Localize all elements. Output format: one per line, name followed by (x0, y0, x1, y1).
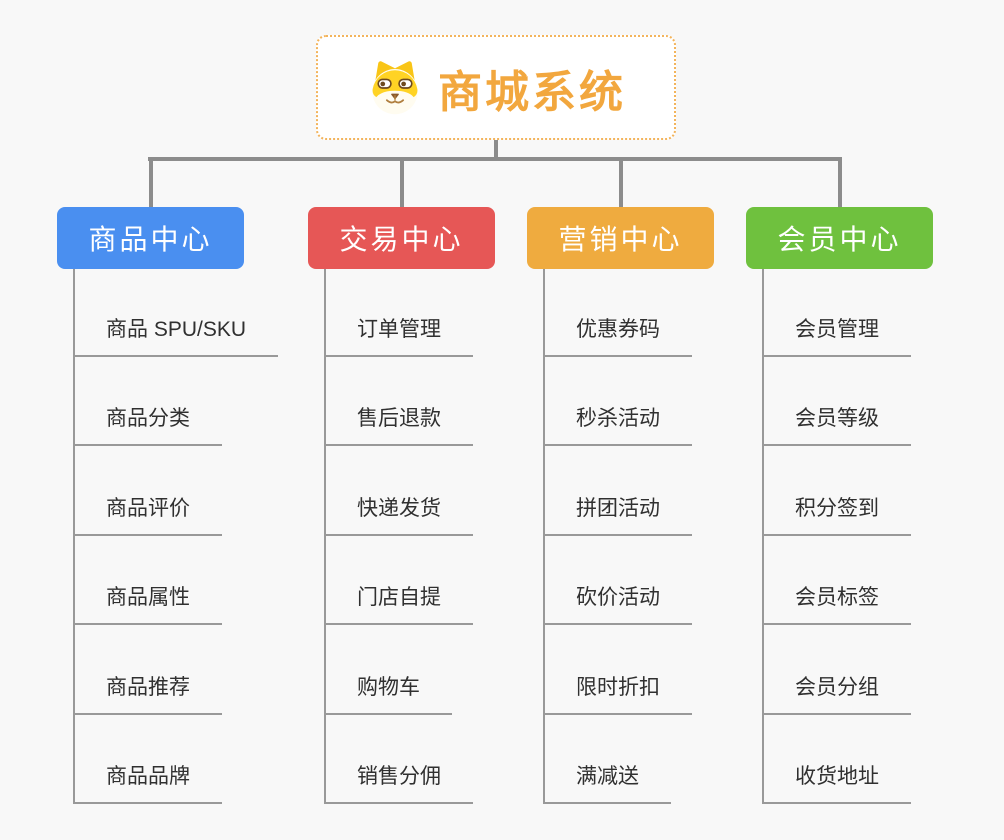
child-node-marketing-center-1[interactable]: 秒杀活动 (543, 404, 692, 446)
connector-line-trunk-product-center (73, 269, 75, 804)
child-node-marketing-center-5[interactable]: 满减送 (543, 762, 671, 804)
connector-line-drop-member-center (838, 157, 842, 207)
child-node-member-center-3[interactable]: 会员标签 (762, 583, 911, 625)
child-node-marketing-center-2[interactable]: 拼团活动 (543, 494, 692, 536)
child-node-marketing-center-4[interactable]: 限时折扣 (543, 673, 692, 715)
connector-line-drop-marketing-center (619, 157, 623, 207)
child-node-member-center-2[interactable]: 积分签到 (762, 494, 911, 536)
branch-node-trade-center[interactable]: 交易中心 (308, 207, 495, 269)
child-node-product-center-1[interactable]: 商品分类 (73, 404, 222, 446)
connector-line-horizontal (148, 157, 842, 161)
child-node-product-center-2[interactable]: 商品评价 (73, 494, 222, 536)
branch-node-member-center[interactable]: 会员中心 (746, 207, 933, 269)
child-node-trade-center-3[interactable]: 门店自提 (324, 583, 473, 625)
branch-node-product-center[interactable]: 商品中心 (57, 207, 244, 269)
connector-line-trunk-member-center (762, 269, 764, 804)
child-node-trade-center-1[interactable]: 售后退款 (324, 404, 473, 446)
child-node-product-center-5[interactable]: 商品品牌 (73, 762, 222, 804)
root-title: 商城系统 (438, 67, 626, 117)
child-node-trade-center-2[interactable]: 快递发货 (324, 494, 473, 536)
connector-line-drop-trade-center (400, 157, 404, 207)
child-node-trade-center-0[interactable]: 订单管理 (324, 315, 473, 357)
child-node-product-center-4[interactable]: 商品推荐 (73, 673, 222, 715)
child-node-product-center-3[interactable]: 商品属性 (73, 583, 222, 625)
branch-node-marketing-center[interactable]: 营销中心 (527, 207, 714, 269)
child-node-marketing-center-0[interactable]: 优惠券码 (543, 315, 692, 357)
child-node-member-center-1[interactable]: 会员等级 (762, 404, 911, 446)
root-node[interactable]: 商城系统 (316, 35, 676, 140)
dog-icon (366, 59, 424, 117)
child-node-trade-center-5[interactable]: 销售分佣 (324, 762, 473, 804)
child-node-member-center-4[interactable]: 会员分组 (762, 673, 911, 715)
child-node-product-center-0[interactable]: 商品 SPU/SKU (73, 315, 279, 357)
child-node-member-center-5[interactable]: 收货地址 (762, 762, 911, 804)
child-node-member-center-0[interactable]: 会员管理 (762, 315, 911, 357)
child-node-trade-center-4[interactable]: 购物车 (324, 673, 452, 715)
connector-line-drop-product-center (149, 157, 153, 207)
connector-line-trunk-trade-center (324, 269, 326, 804)
connector-line-trunk-marketing-center (543, 269, 545, 804)
child-node-marketing-center-3[interactable]: 砍价活动 (543, 583, 692, 625)
connector-line-root-stem (494, 138, 498, 161)
